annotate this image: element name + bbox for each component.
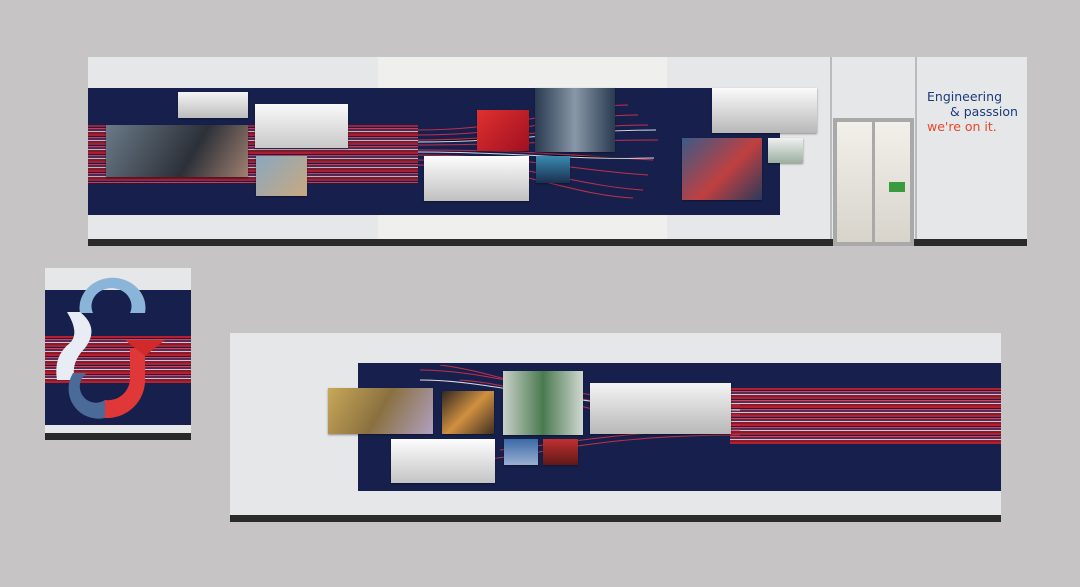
glass-double-door: [833, 118, 914, 246]
photo-production-line: [255, 104, 348, 148]
logo-symbol: [45, 268, 191, 433]
tagline-wall: [917, 57, 1027, 239]
top-wall-baseboard: [88, 239, 1027, 246]
photo-machine-hall: [712, 88, 817, 133]
tagline-line2: & passsion: [950, 104, 1018, 119]
photo-green-components: [503, 371, 583, 435]
photo-small-machine: [768, 138, 803, 163]
photo-press-machine: [178, 92, 248, 118]
tagline-line1: Engineering: [927, 89, 1002, 104]
photo-worker-roller: [106, 125, 248, 177]
photo-hand-box: [256, 156, 307, 196]
tagline-line3: we're on it.: [927, 119, 997, 134]
bottom-wall-baseboard: [230, 515, 1001, 522]
photo-red-abstract: [477, 110, 529, 151]
photo-blue-machine: [682, 138, 762, 200]
logo-panel-baseboard: [45, 433, 191, 440]
photo-packaging-machine: [590, 383, 731, 434]
tagline: Engineering & passsion we're on it.: [927, 89, 1027, 134]
door-right-pane: [875, 122, 910, 242]
photo-control-panel: [536, 156, 570, 183]
photo-red-parts: [543, 439, 578, 465]
photo-blue-parts: [504, 439, 538, 465]
photo-printing-press: [391, 439, 495, 483]
photo-gears-closeup: [328, 388, 433, 434]
bottom-mural-stripes: [730, 388, 1001, 444]
photo-white-press: [424, 156, 529, 201]
door-left-pane: [837, 122, 872, 242]
photo-roller-shafts: [442, 391, 494, 434]
photo-printing-units: [535, 88, 615, 152]
logo-symbol-svg: [56, 277, 165, 419]
